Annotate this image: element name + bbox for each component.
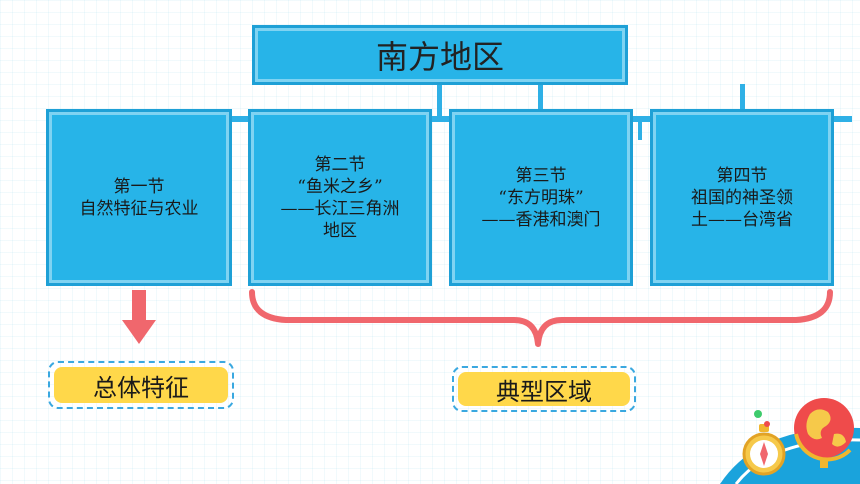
section-box-4: 第四节 祖国的神圣领 土——台湾省 <box>650 109 834 286</box>
section-box-1: 第一节 自然特征与农业 <box>46 109 232 286</box>
globe-icon <box>794 398 854 476</box>
connector-line <box>638 118 642 140</box>
section-line: ——香港和澳门 <box>481 209 601 230</box>
section-line: 第一节 <box>113 176 165 197</box>
connector-line <box>538 85 543 109</box>
compass-icon <box>742 424 786 476</box>
section-line: “鱼米之乡” <box>297 176 383 197</box>
section-line: 自然特征与农业 <box>79 198 199 219</box>
section-box-2: 第二节 “鱼米之乡” ——长江三角洲 地区 <box>248 109 432 286</box>
diagram-title: 南方地区 <box>375 38 504 76</box>
section-line: 第二节 <box>314 154 366 175</box>
connector-line <box>740 84 745 110</box>
arrow-down-icon <box>122 290 156 344</box>
section-box-3: 第三节 “东方明珠” ——香港和澳门 <box>449 109 633 286</box>
section-line: 第三节 <box>515 165 567 186</box>
decor-dots <box>754 410 770 427</box>
section-line: 土——台湾省 <box>691 209 793 230</box>
section-line: “东方明珠” <box>498 187 584 208</box>
overall-features-label-wrap: 总体特征 <box>48 361 234 409</box>
overall-features-label: 总体特征 <box>54 367 228 403</box>
connector-line <box>437 85 442 117</box>
section-line: 祖国的神圣领 <box>691 187 793 208</box>
section-line: ——长江三角洲 <box>280 198 400 219</box>
diagram-title-box: 南方地区 <box>252 25 628 85</box>
section-line: 第四节 <box>716 165 768 186</box>
typical-regions-label-wrap: 典型区域 <box>452 366 636 412</box>
typical-regions-label: 典型区域 <box>458 372 630 406</box>
section-line: 地区 <box>323 220 357 241</box>
curly-brace <box>249 289 833 347</box>
